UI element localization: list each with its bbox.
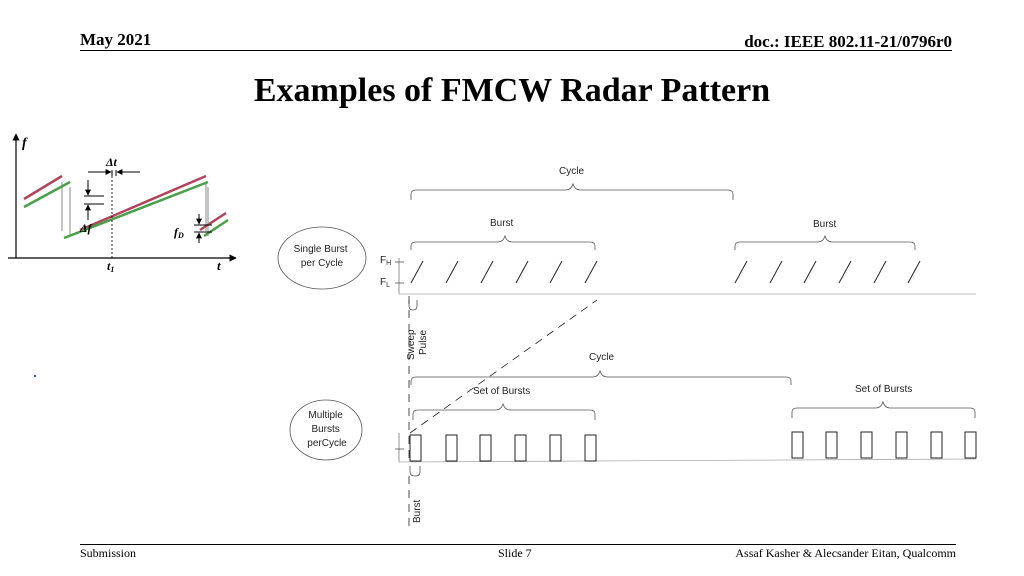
- chirps-burst-2: [734, 260, 921, 284]
- set-of-bursts-2-label: Set of Bursts: [855, 384, 912, 395]
- set-of-bursts-1-brace: [412, 402, 596, 420]
- footer-rule: [80, 544, 956, 545]
- cycle-mid-label: Cycle: [589, 352, 614, 363]
- multiple-bursts-ellipse: [289, 399, 363, 461]
- main-diagram: [277, 182, 977, 526]
- slide-title: Examples of FMCW Radar Pattern: [253, 72, 771, 109]
- burst-2-brace: [734, 234, 916, 250]
- single-burst-ellipse: [277, 226, 367, 290]
- footer-authors: Assaf Kasher & Alecsander Eitan, Qualcom…: [735, 546, 956, 560]
- t-axis-label: t: [217, 258, 221, 273]
- burst-2-label: Burst: [813, 219, 837, 230]
- delta-t-label: Δt: [105, 155, 118, 169]
- red-chirps: [23, 174, 227, 232]
- footer-slide-number: Slide 7: [498, 546, 532, 560]
- single-burst-label: Single Burst per Cycle: [294, 244, 351, 269]
- inset-chirp-plot: f Δt Δf f: [8, 133, 237, 274]
- header-doc-id: doc.: IEEE 802.11-21/0796r0: [744, 32, 952, 51]
- burst-vertical-label: Burst: [412, 499, 423, 523]
- inset-f-label: f: [22, 136, 28, 151]
- sweep-pulse-brace: [408, 300, 418, 311]
- sweep-label: Sweep: [406, 329, 417, 360]
- delta-f-label: Δf: [79, 221, 93, 235]
- multiple-bursts-label: Multiple Bursts perCycle: [307, 410, 347, 449]
- cycle-top-label: Cycle: [559, 166, 584, 177]
- footer-submission: Submission: [80, 546, 137, 560]
- burst-1-label: Burst: [490, 218, 514, 229]
- stray-dot: [33, 374, 37, 378]
- cycle-mid-brace: [410, 369, 792, 385]
- burst-width-brace: [409, 466, 421, 477]
- header-date: May 2021: [80, 30, 152, 49]
- chirps-burst-1: [410, 260, 598, 284]
- fl-label: FL: [380, 277, 390, 289]
- pulse-label: Pulse: [418, 330, 429, 355]
- baseline-bottom: [398, 458, 977, 463]
- zoom-dashed-line: [409, 299, 598, 434]
- header-rule: [80, 50, 952, 51]
- cycle-top-brace: [410, 182, 734, 200]
- fd-label: fD: [174, 225, 184, 240]
- set-of-bursts-1-label: Set of Bursts: [473, 386, 530, 397]
- burst-rects-2: [791, 431, 977, 459]
- burst-rects-1: [409, 434, 597, 462]
- set-of-bursts-2-brace: [791, 400, 976, 418]
- burst-1-brace: [410, 234, 596, 250]
- t1-label: t1: [107, 259, 114, 274]
- green-chirps: [23, 180, 229, 240]
- fh-label: FH: [380, 255, 391, 267]
